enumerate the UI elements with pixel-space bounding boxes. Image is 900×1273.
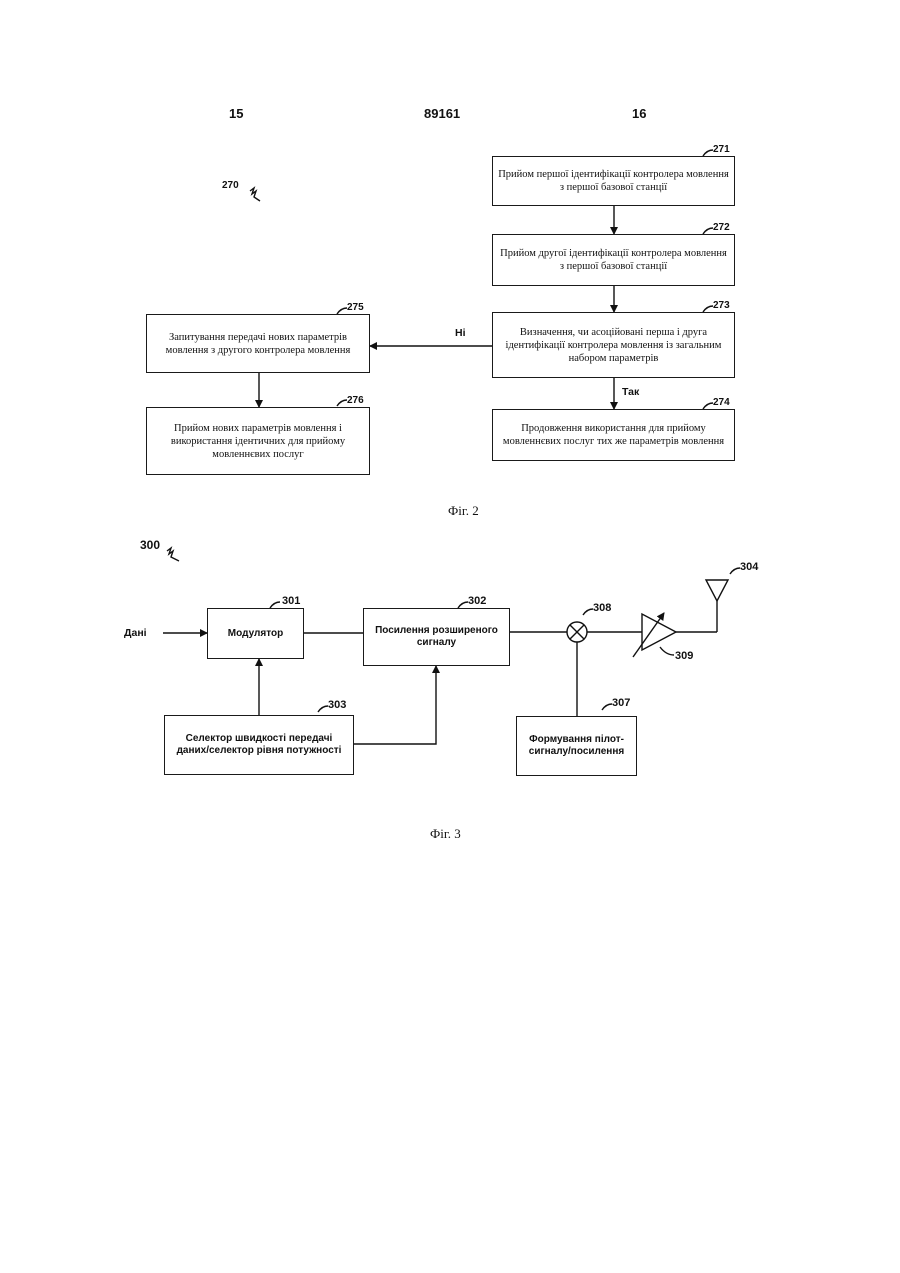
squiggle-270 <box>250 188 260 201</box>
ref-307: 307 <box>612 697 630 709</box>
ref-275: 275 <box>347 302 364 313</box>
caption-fig3: Фіг. 3 <box>430 826 461 842</box>
box-274: Продовження використання для прийому мов… <box>492 409 735 461</box>
label-no: Ні <box>455 327 466 339</box>
box-303-selector: Селектор швидкості передачі даних/селект… <box>164 715 354 775</box>
mixer-308 <box>567 622 587 642</box>
ref-273: 273 <box>713 300 730 311</box>
box-276: Прийом нових параметрів мовлення і викор… <box>146 407 370 475</box>
ref-304: 304 <box>740 561 758 573</box>
ref-272: 272 <box>713 222 730 233</box>
ref-303: 303 <box>328 699 346 711</box>
input-label-data: Дані <box>124 627 147 639</box>
ref-302: 302 <box>468 595 486 607</box>
ref-301: 301 <box>282 595 300 607</box>
box-307-pilot: Формування пілот-сигналу/посилення <box>516 716 637 776</box>
box-272: Прийом другої ідентифікації контролера м… <box>492 234 735 286</box>
ref-274: 274 <box>713 397 730 408</box>
ref-270: 270 <box>222 180 239 191</box>
box-273: Визначення, чи асоційовані перша і друга… <box>492 312 735 378</box>
antenna-304 <box>706 580 728 601</box>
box-301-modulator: Модулятор <box>207 608 304 659</box>
box-271: Прийом першої ідентифікації контролера м… <box>492 156 735 206</box>
ref-300: 300 <box>140 538 160 552</box>
squiggle-300 <box>167 548 179 561</box>
amplifier-309 <box>633 613 676 657</box>
ref-271: 271 <box>713 144 730 155</box>
caption-fig2: Фіг. 2 <box>448 503 479 519</box>
box-302-spreading: Посилення розширеного сигналу <box>363 608 510 666</box>
arrow-303-302 <box>354 666 436 744</box>
ref-308: 308 <box>593 602 611 614</box>
box-275: Запитування передачі нових параметрів мо… <box>146 314 370 373</box>
label-yes: Так <box>622 386 639 398</box>
ref-309: 309 <box>675 650 693 662</box>
ref-276: 276 <box>347 395 364 406</box>
